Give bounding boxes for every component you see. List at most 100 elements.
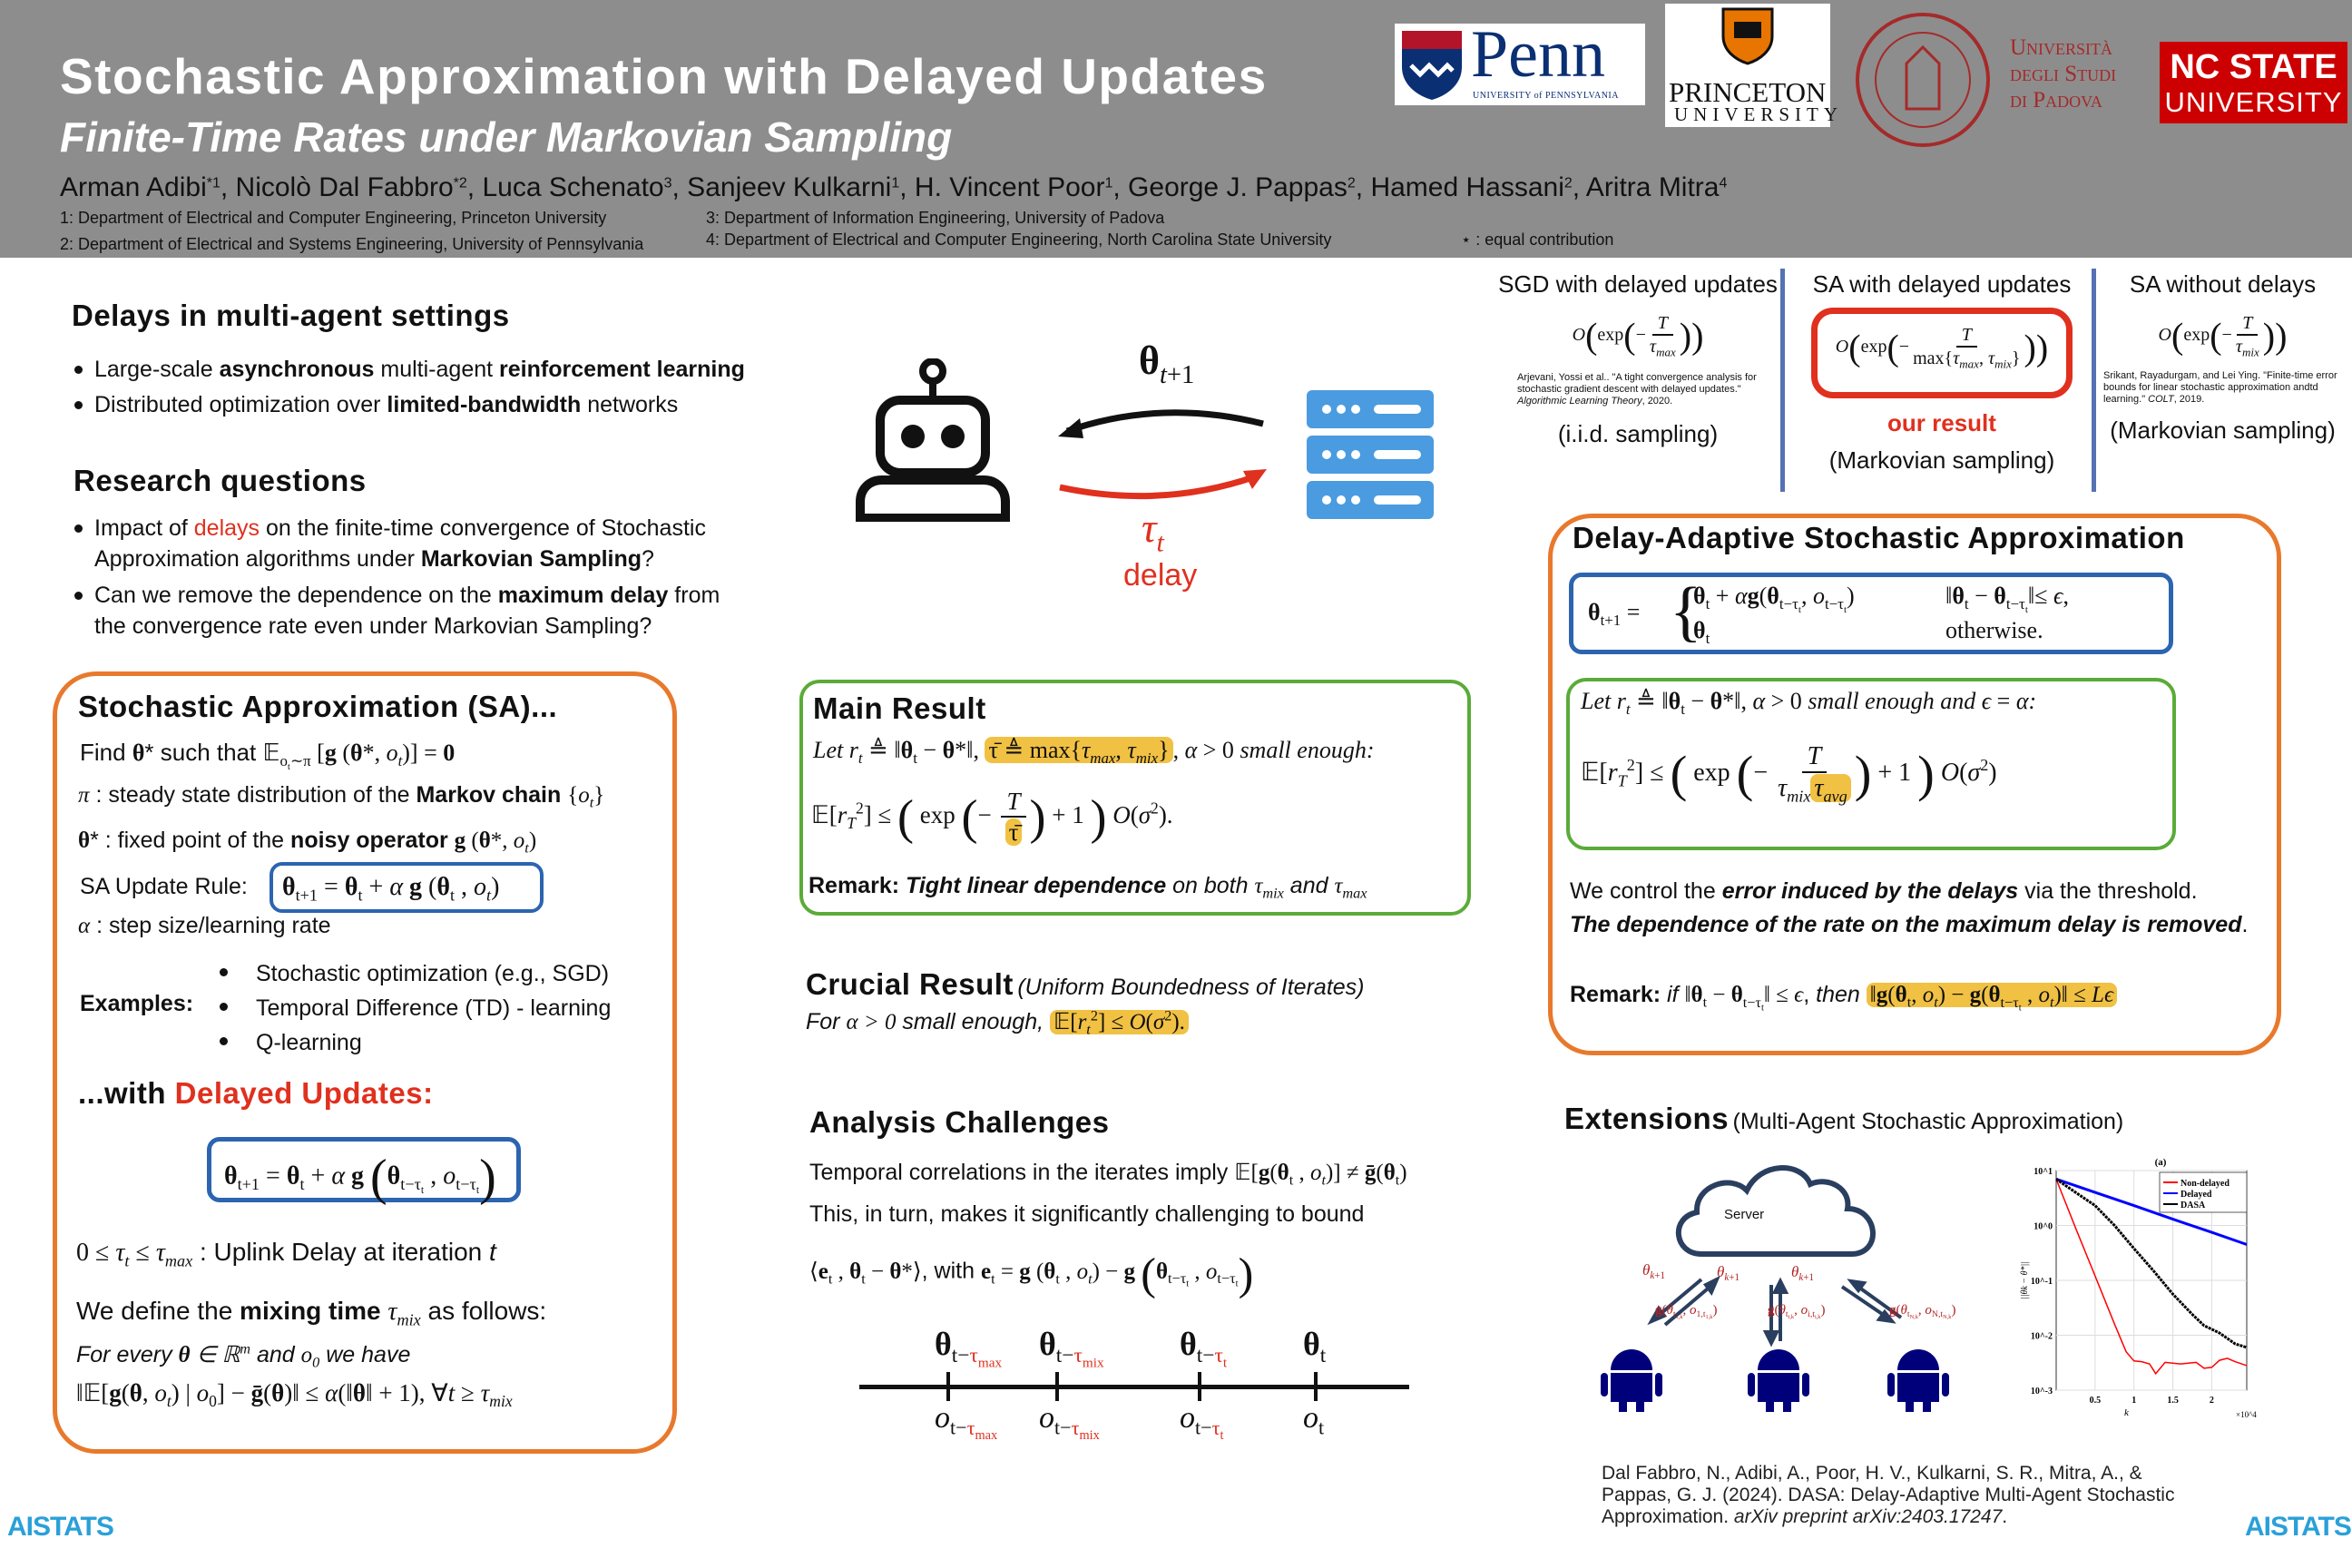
y-tick-label: 10^-2 <box>2031 1332 2053 1342</box>
equal-contribution-note: ⋆ : equal contribution <box>1461 230 1614 249</box>
padova-seal-icon <box>1856 13 1990 147</box>
princeton-shield-icon <box>1721 7 1774 65</box>
penn-logo: Penn UNIVERSITY of PENNSYLVANIA <box>1395 17 1645 105</box>
arrow <box>1663 1282 1715 1327</box>
y-tick-label: 10^1 <box>2034 1167 2053 1177</box>
compare-title: SA without delays <box>2129 270 2317 298</box>
padova-line-3: di Padova <box>2010 88 2102 113</box>
brace: { <box>1670 574 1702 649</box>
theta-k-label: θk+1 <box>1717 1263 1740 1283</box>
column-divider <box>2092 269 2096 492</box>
timeline-theta-label: θt−τt <box>1180 1326 1228 1371</box>
dasa-rule-case-2: θt <box>1693 617 1710 647</box>
y-tick-label: 10^0 <box>2034 1222 2053 1232</box>
series-line-delayed <box>2055 1177 2248 1246</box>
x-tick-label: 1 <box>2132 1396 2136 1406</box>
y-axis-label: ||θk − θ*|| <box>2020 1261 2030 1299</box>
list-item: Q-learning <box>218 1025 635 1060</box>
x-axis-label: k <box>2124 1407 2130 1418</box>
list-item: Stochastic optimization (e.g., SGD) <box>218 956 635 991</box>
our-result-label: our result <box>1887 409 1996 436</box>
legend-label: Non-delayed <box>2180 1179 2230 1189</box>
column-divider <box>1780 269 1785 492</box>
aistats-logo-right: AISTATS <box>2245 1512 2352 1542</box>
affiliation-3: 3: Department of Information Engineering… <box>706 209 1165 227</box>
downlink-arrow <box>1065 409 1264 435</box>
uplink-delay: 0 ≤ τt ≤ τmax : Uplink Delay at iteratio… <box>76 1238 496 1270</box>
arrow <box>1654 1278 1703 1319</box>
delays-bullets: Large-scale asynchronous multi-agent rei… <box>73 354 762 420</box>
list-item: Large-scale asynchronous multi-agent rei… <box>73 354 762 385</box>
affiliation-4: 4: Department of Electrical and Computer… <box>706 230 1332 249</box>
padova-line-2: degli Studi <box>2010 62 2117 86</box>
robot-icon <box>856 358 1010 522</box>
crucial-title: Crucial Result <box>806 967 1014 1001</box>
analysis-line-3: ⟨et , θt − θ*⟩, with et = g (θt , ot) − … <box>809 1248 1254 1298</box>
examples-list: Stochastic optimization (e.g., SGD) Temp… <box>218 956 635 1060</box>
compare-sampling: (i.i.d. sampling) <box>1557 420 1719 448</box>
affiliation-1: 1: Department of Electrical and Computer… <box>60 209 607 227</box>
theta-k-label: θk+1 <box>1791 1263 1815 1283</box>
main-result-remark: Remark: Tight linear dependence on both … <box>808 873 1367 902</box>
android-icon <box>1748 1349 1809 1412</box>
series-line-dasa <box>2055 1178 2248 1349</box>
dasa-remark: Remark: if ‖θt − θt−τt‖ ≤ ϵ, then ‖g(θt,… <box>1570 982 2118 1013</box>
timeline-tick <box>1055 1372 1059 1401</box>
sa-theta-def: θ* : fixed point of the noisy operator g… <box>78 828 537 857</box>
ncstate-wordmark: NC STATE <box>2170 48 2337 86</box>
poster-subtitle: Finite-Time Rates under Markovian Sampli… <box>60 113 953 161</box>
princeton-subtitle: UNIVERSITY <box>1674 103 1843 125</box>
android-icons <box>1601 1349 1949 1412</box>
extensions-title: Extensions <box>1564 1102 1730 1135</box>
list-item: Temporal Difference (TD) - learning <box>218 991 635 1025</box>
delay-label: delay <box>1123 558 1198 593</box>
mixing-condition: ‖𝔼[g(θ, ot) | o0] − ḡ(θ)‖ ≤ α(‖θ‖ + 1), … <box>76 1379 513 1411</box>
poster-title: Stochastic Approximation with Delayed Up… <box>60 48 1268 104</box>
analysis-heading: Analysis Challenges <box>809 1105 1110 1139</box>
ncstate-logo: NC STATE UNIVERSITY <box>2160 42 2347 123</box>
ncstate-subtitle: UNIVERSITY <box>2164 86 2343 118</box>
dasa-panel <box>1548 514 2281 1055</box>
timeline-obs-label: ot−τt <box>1180 1401 1224 1443</box>
dasa-text-2: The dependence of the rate on the maximu… <box>1570 912 2249 937</box>
android-icon <box>1601 1349 1662 1412</box>
list-item: Can we remove the dependence on the maxi… <box>73 580 744 642</box>
y-tick-label: 10^-3 <box>2031 1387 2053 1396</box>
dasa-rule-cond-2: otherwise. <box>1945 617 2043 643</box>
padova-wordmark: Università degli Studi di Padova <box>2010 34 2116 113</box>
timeline-tick <box>1198 1372 1201 1401</box>
arrow <box>1840 1285 1889 1319</box>
compare-citation: Srikant, Rayadurgam, and Lei Ying. "Fini… <box>2103 370 2337 406</box>
delayed-heading-red: Delayed Updates: <box>174 1076 434 1110</box>
reference: Dal Fabbro, N., Adibi, A., Poor, H. V., … <box>1602 1463 2175 1527</box>
delays-heading: Delays in multi-agent settings <box>72 299 510 332</box>
tau-label: τt <box>1142 505 1164 558</box>
crucial-subtitle: (Uniform Boundedness of Iterates) <box>1017 975 1365 1000</box>
sa-heading: Stochastic Approximation (SA)... <box>78 690 558 723</box>
aistats-logo-left: AISTATS <box>7 1512 114 1542</box>
timeline-obs-label: ot−τmax <box>935 1401 998 1443</box>
timeline-obs-label: ot <box>1303 1401 1325 1439</box>
legend-label: DASA <box>2180 1200 2206 1210</box>
compare-sampling: (Markovian sampling) <box>2110 416 2336 445</box>
timeline-obs-label: ot−τmix <box>1039 1401 1100 1443</box>
theta-next-label: θt+1 <box>1139 338 1195 389</box>
penn-subtitle: UNIVERSITY of PENNSYLVANIA <box>1473 91 1619 101</box>
research-heading: Research questions <box>74 464 367 497</box>
arrow <box>1854 1283 1903 1319</box>
princeton-wordmark: PRINCETON <box>1669 76 1827 108</box>
uplink-arrow <box>1059 473 1258 500</box>
crucial-result-text: For α > 0 small enough, 𝔼[rt2] ≤ O(σ2). <box>806 1007 1189 1038</box>
analysis-line-1: Temporal correlations in the iterates im… <box>809 1160 1407 1189</box>
affiliation-2: 2: Department of Electrical and Systems … <box>60 235 644 253</box>
dasa-update-rule: θt+1 = { θt + αg(θt−τt, ot−τt) ‖θt − θt−… <box>1569 573 2173 654</box>
x-tick-label: 0.5 <box>2090 1396 2102 1406</box>
legend-label: Delayed <box>2180 1190 2212 1200</box>
